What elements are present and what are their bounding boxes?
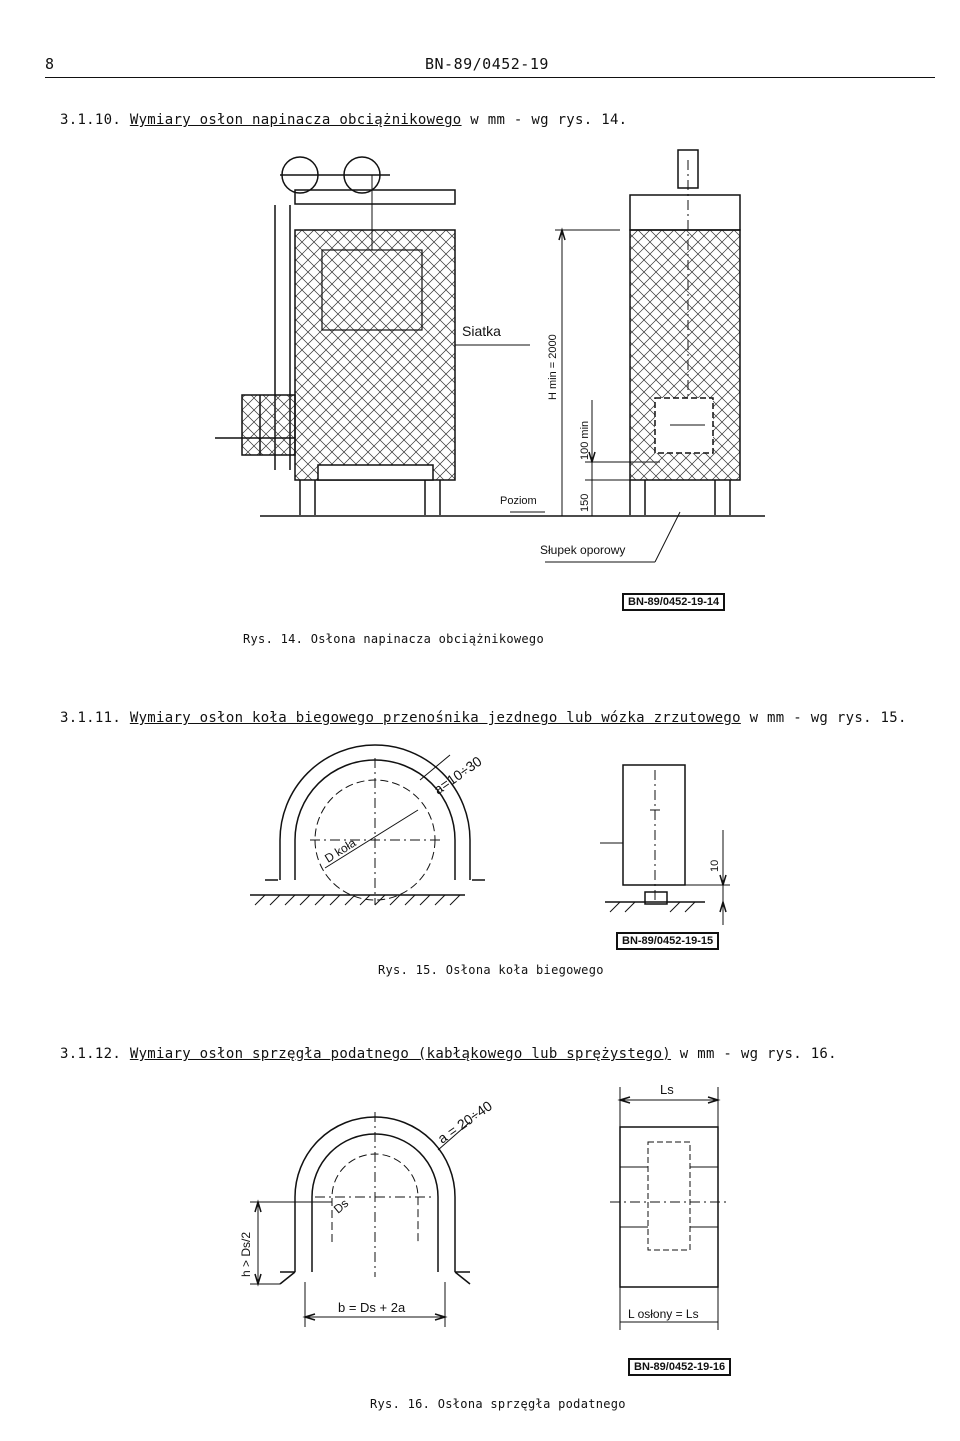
dim-100-min: 100 min <box>579 421 591 460</box>
section-heading-3-1-12: 3.1.12. Wymiary osłon sprzęgła podatnego… <box>60 1046 837 1062</box>
figure-14-ref-box: BN-89/0452-19-14 <box>622 593 726 611</box>
figure-15-drawing: a=10÷30 D koła 10 <box>250 744 730 925</box>
dim-height-h: h > Ds/2 <box>239 1232 253 1277</box>
dim-ls-bottom: L osłony = Ls <box>628 1307 699 1321</box>
label-level: Poziom <box>500 495 537 507</box>
dim-gap-a: a=10÷30 <box>431 753 485 798</box>
dim-wheel-diameter: D koła <box>322 835 359 865</box>
dim-ds: Ds <box>331 1196 351 1216</box>
figure-14-drawing: Siatka Poziom Słupek oporowy H min = 200… <box>215 149 765 563</box>
label-mesh: Siatka <box>462 323 501 339</box>
figure-15-caption: Rys. 15. Osłona koła biegowego <box>378 963 604 977</box>
doc-code: BN-89/0452-19 <box>425 55 549 73</box>
figure-14-caption: Rys. 14. Osłona napinacza obciążnikowego <box>243 632 544 646</box>
dim-h-min-2000: H min = 2000 <box>547 334 559 400</box>
figure-16-caption: Rys. 16. Osłona sprzęgła podatnego <box>370 1397 626 1411</box>
dim-gap-a: a = 20÷40 <box>435 1097 496 1146</box>
figure-16-drawing: a = 20÷40 Ds h > Ds/2 b = Ds + 2a Ls L o… <box>239 1082 730 1330</box>
dim-150: 150 <box>579 494 591 512</box>
figure-16-ref-box: BN-89/0452-19-16 <box>628 1358 732 1376</box>
header-rule <box>45 77 935 78</box>
dim-10: 10 <box>709 860 721 872</box>
dim-width-b: b = Ds + 2a <box>338 1300 406 1315</box>
section-heading-3-1-11: 3.1.11. Wymiary osłon koła biegowego prz… <box>60 710 907 726</box>
page-number: 8 <box>45 55 55 73</box>
figure-15-ref-box: BN-89/0452-19-15 <box>616 932 720 950</box>
label-support-post: Słupek oporowy <box>540 543 625 557</box>
section-heading-3-1-10: 3.1.10. Wymiary osłon napinacza obciążni… <box>60 112 628 128</box>
dim-ls-top: Ls <box>660 1082 674 1097</box>
